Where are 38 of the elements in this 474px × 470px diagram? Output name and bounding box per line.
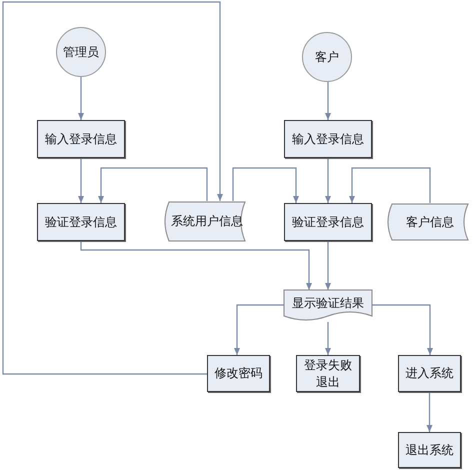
node-label: 客户信息: [406, 214, 454, 230]
process-box: [296, 355, 360, 392]
node-label: 系统用户信息: [171, 213, 243, 230]
actor-circle: [56, 27, 106, 77]
node-label: 验证登录信息: [292, 214, 364, 230]
node-label: 客户: [315, 48, 339, 66]
actor-circle: [302, 32, 352, 82]
arrow: [349, 167, 431, 203]
arrow: [325, 158, 331, 203]
arrow: [80, 241, 312, 290]
arrow: [325, 82, 331, 120]
arrow: [232, 167, 299, 203]
process-box: [284, 203, 372, 241]
arrow: [372, 304, 433, 355]
arrow: [2, 1, 223, 375]
arrow: [234, 304, 284, 355]
arrow: [98, 167, 208, 203]
node-label: 输入登录信息: [292, 130, 364, 148]
node-label: 管理员: [63, 44, 99, 60]
arrow: [78, 77, 84, 120]
node-label: 显示验证结果: [292, 294, 364, 312]
process-box: [37, 120, 125, 158]
node-label: 输入登录信息: [45, 130, 117, 148]
node-label: 退出系统: [406, 442, 454, 458]
node-label: 验证登录信息: [45, 214, 117, 230]
node-label: 登录失败退出: [302, 357, 353, 390]
process-box: [284, 120, 372, 158]
process-box: [398, 355, 461, 392]
arrow: [78, 158, 84, 203]
node-label: 进入系统: [406, 365, 454, 382]
process-box: [37, 203, 125, 241]
node-label: 修改密码: [214, 365, 262, 382]
process-box: [398, 432, 461, 468]
process-box: [207, 355, 270, 392]
document-shape: [284, 290, 372, 322]
arrow: [325, 241, 331, 290]
arrow: [325, 322, 331, 355]
arrow: [426, 392, 432, 432]
